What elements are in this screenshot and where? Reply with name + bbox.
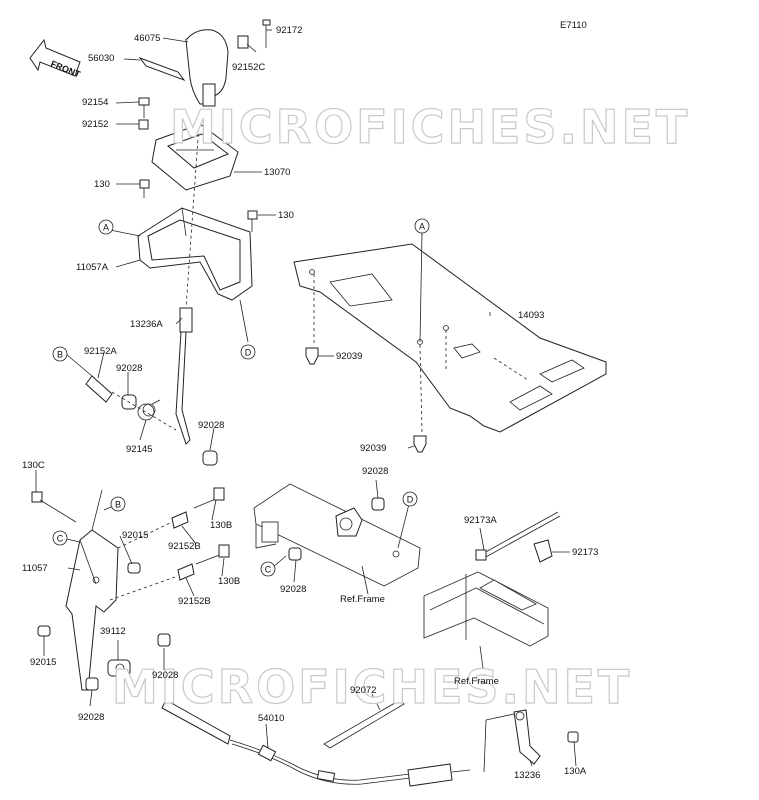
- svg-text:B: B: [57, 350, 63, 360]
- label-92015-a: 92015: [122, 530, 149, 541]
- plate-56030: [138, 56, 186, 82]
- bushing-92028d: [85, 677, 99, 691]
- frame-right: [423, 571, 549, 647]
- label-92172: 92172: [276, 25, 303, 36]
- label-13070: 13070: [264, 167, 291, 178]
- label-130c: 130C: [22, 460, 45, 471]
- spring-92145: [137, 399, 161, 421]
- nut-92015a: [127, 562, 141, 574]
- bolt-130b-1: [193, 487, 225, 509]
- svg-text:B: B: [115, 500, 121, 510]
- label-13236a: 13236A: [130, 319, 163, 330]
- bolt-130c: [31, 491, 77, 523]
- clip-92039a: [305, 347, 319, 365]
- label-92028-b: 92028: [198, 420, 225, 431]
- callout-d-2: D: [402, 491, 418, 507]
- skid-plate-14093: [293, 243, 607, 433]
- cable-joint-39112: [107, 659, 131, 677]
- lever-13236: [483, 709, 541, 773]
- label-92039-b: 92039: [360, 443, 387, 454]
- label-ref-frame-2: Ref.Frame: [454, 676, 499, 687]
- frame-center: [253, 483, 421, 587]
- bushing-92028e: [371, 497, 385, 511]
- bolt-92172: [262, 19, 271, 48]
- svg-text:C: C: [57, 534, 64, 544]
- callout-b-1: B: [52, 346, 68, 362]
- label-92015-b: 92015: [30, 657, 57, 668]
- label-11057a: 11057A: [76, 262, 109, 273]
- label-92152a: 92152A: [84, 346, 117, 357]
- label-130b-2: 130B: [218, 576, 241, 587]
- svg-text:C: C: [265, 565, 272, 575]
- label-14093: 14093: [518, 310, 545, 321]
- label-92028-a: 92028: [116, 363, 143, 374]
- label-92028-c: 92028: [152, 670, 179, 681]
- watermark-bottom: MICROFICHES.NET: [111, 659, 633, 714]
- label-92173a: 92173A: [464, 515, 497, 526]
- label-130-right: 130: [278, 210, 294, 221]
- shift-knob: [185, 29, 229, 107]
- clamp-92173: [533, 539, 553, 563]
- bolt-130a: [567, 731, 579, 743]
- label-46075: 46075: [134, 33, 161, 44]
- label-13236: 13236: [514, 770, 541, 781]
- label-130-left: 130: [94, 179, 110, 190]
- svg-text:D: D: [407, 495, 414, 505]
- label-92028-f: 92028: [280, 584, 307, 595]
- bolt-130-right: [247, 210, 258, 232]
- callout-a-2: A: [414, 218, 430, 234]
- label-ref-frame-1: Ref.Frame: [340, 594, 385, 605]
- label-92154: 92154: [82, 97, 109, 108]
- collar-92152b-1: [171, 511, 189, 529]
- collar-92152c: [237, 35, 249, 49]
- label-130b-1: 130B: [210, 520, 233, 531]
- label-130a: 130A: [564, 766, 587, 777]
- bracket-11057a: [137, 207, 253, 301]
- front-arrow-icon: [29, 38, 81, 77]
- cable-tie-92173a: [475, 511, 561, 561]
- shift-gate-13070: [151, 123, 239, 191]
- diagram-code: E7110: [560, 20, 587, 31]
- svg-text:D: D: [245, 348, 252, 358]
- collar-92152: [138, 119, 149, 130]
- collar-92152b-2: [177, 563, 195, 581]
- bushing-92028c: [157, 633, 171, 647]
- label-39112: 39112: [100, 626, 126, 637]
- label-92152b-2: 92152B: [178, 596, 211, 607]
- svg-text:A: A: [103, 223, 109, 233]
- collar-92152a: [85, 375, 113, 403]
- bolt-92154: [138, 97, 150, 118]
- label-56030: 56030: [88, 53, 115, 64]
- svg-text:A: A: [419, 222, 425, 232]
- callout-a-1: A: [98, 219, 114, 235]
- shift-cable-54010: [161, 699, 471, 787]
- callout-c-1: C: [52, 530, 68, 546]
- label-11057: 11057: [22, 563, 48, 574]
- bushing-92028f: [288, 547, 302, 561]
- callout-b-2: B: [110, 496, 126, 512]
- callout-d-1: D: [240, 344, 256, 360]
- label-92028-e: 92028: [362, 466, 389, 477]
- label-92173: 92173: [572, 547, 599, 558]
- nut-92015b: [37, 625, 51, 637]
- label-92072: 92072: [350, 685, 377, 696]
- bolt-130b-2: [195, 544, 230, 565]
- bushing-92028b: [202, 450, 218, 466]
- label-92145: 92145: [126, 444, 153, 455]
- clip-92039b: [413, 435, 427, 453]
- tie-92072: [323, 699, 405, 749]
- bolt-130-left: [139, 179, 150, 198]
- label-92028-d: 92028: [78, 712, 105, 723]
- label-54010: 54010: [258, 713, 285, 724]
- watermark-top: MICROFICHES.NET: [169, 99, 691, 154]
- callout-c-2: C: [260, 561, 276, 577]
- shift-lever-13236a: [175, 109, 201, 445]
- label-92152c: 92152C: [232, 62, 266, 73]
- label-92039-a: 92039: [336, 351, 363, 362]
- label-92152b-1: 92152B: [168, 541, 201, 552]
- label-92152: 92152: [82, 119, 109, 130]
